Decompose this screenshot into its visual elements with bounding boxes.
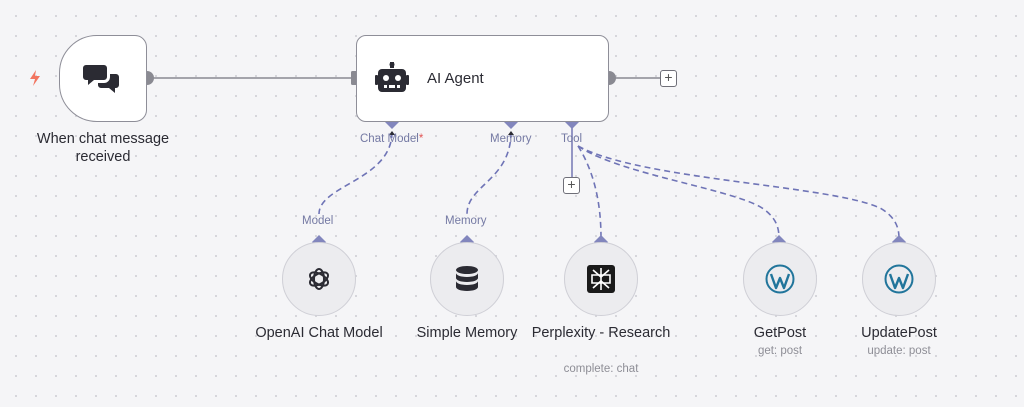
perplexity-logo-icon <box>587 265 615 293</box>
getpost-node[interactable] <box>743 242 817 316</box>
openai-chat-model-node[interactable] <box>282 242 356 316</box>
lightning-bolt-icon <box>30 70 40 86</box>
memory-port-label: Memory <box>490 133 532 145</box>
wordpress-logo-icon <box>884 264 914 294</box>
agent-title: AI Agent <box>427 70 484 87</box>
tool-perplexity-connection <box>577 145 602 239</box>
chat-bubbles-icon <box>83 65 119 93</box>
robot-icon <box>375 62 409 92</box>
add-tool-button[interactable]: + <box>563 177 580 194</box>
memory-connection <box>466 131 512 215</box>
openai-logo-icon <box>308 268 330 290</box>
add-next-node-button[interactable]: + <box>660 70 677 87</box>
perplexity-node-label: Perplexity - Research <box>531 325 671 341</box>
model-connection <box>318 131 393 215</box>
memory-node-port-label: Memory <box>445 215 487 227</box>
openai-port-label: Model <box>302 215 334 227</box>
updatepost-node-label: UpdatePost <box>861 325 937 341</box>
memory-node-label: Simple Memory <box>416 325 518 341</box>
perplexity-node-subtitle: complete: chat <box>563 363 639 375</box>
wordpress-logo-icon <box>765 264 795 294</box>
chat-trigger-node[interactable] <box>59 35 147 122</box>
memory-arrow <box>508 131 514 135</box>
openai-node-label: OpenAI Chat Model <box>255 325 383 341</box>
chat-model-arrow <box>389 131 395 135</box>
perplexity-node[interactable] <box>564 242 638 316</box>
trigger-label: When chat message received <box>36 131 170 165</box>
tool-port-label: Tool <box>561 133 583 145</box>
getpost-node-label: GetPost <box>753 325 807 341</box>
simple-memory-node[interactable] <box>430 242 504 316</box>
tool-getpost-connection <box>577 145 780 239</box>
updatepost-node-subtitle: update: post <box>867 345 931 357</box>
chat-model-port-label: Chat Model* <box>360 133 424 145</box>
database-icon <box>456 266 478 291</box>
updatepost-node[interactable] <box>862 242 936 316</box>
ai-agent-node[interactable]: AI Agent <box>356 35 609 122</box>
getpost-node-subtitle: get: post <box>757 345 803 357</box>
tool-updatepost-connection <box>577 145 900 239</box>
